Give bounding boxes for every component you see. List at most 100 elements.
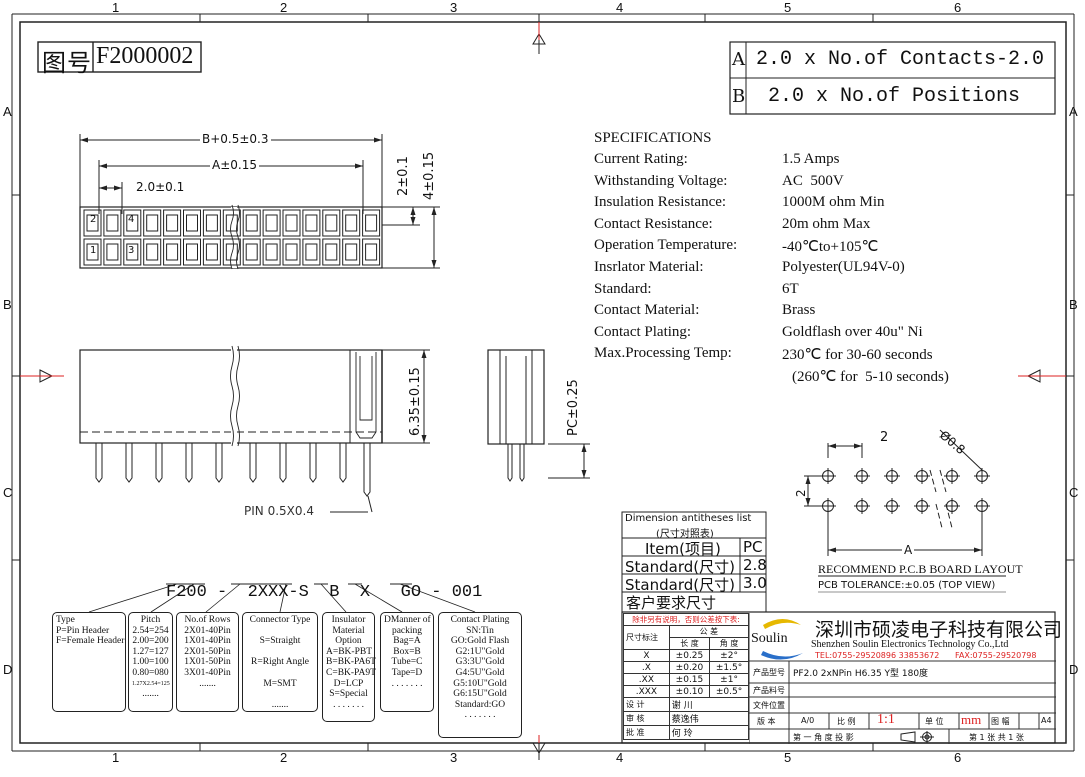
- code-box-title: Pitch: [140, 615, 161, 625]
- code-box-line: S=Special: [329, 689, 368, 700]
- pin-mark-4: 4: [128, 214, 135, 225]
- top-view-pin-hole: [126, 214, 139, 232]
- spec-label: Current Rating:: [594, 151, 714, 167]
- top-view-pin-cell: [282, 209, 301, 237]
- part-code: F200 - 2XXX-S B X GO - 001: [166, 564, 482, 602]
- antitheses-row-item-k: Item(项目): [645, 540, 721, 558]
- side-view-pin: [309, 443, 317, 483]
- end-view-pin: [519, 444, 525, 482]
- spec-value: -40℃to+105℃: [782, 239, 879, 256]
- tol-k-2: .XX: [623, 673, 670, 686]
- part-code-suffix: 001: [451, 583, 483, 602]
- code-box-line: 1X01-50Pin: [184, 657, 231, 668]
- version-label: 版 本: [757, 717, 776, 726]
- top-view-pin-hole: [106, 214, 119, 232]
- spec-value: Polyester(UL94V-0): [782, 259, 905, 275]
- code-box-line: Tape=D: [391, 667, 423, 678]
- dim-pin: PIN 0.5X0.4: [244, 504, 314, 518]
- code-box-line: 1.00=100: [132, 657, 169, 668]
- tol-ang-0: ±2°: [709, 649, 749, 662]
- top-view-pin-cell: [83, 238, 102, 266]
- zone-row-a-right: A: [1069, 104, 1078, 119]
- top-view-pin-hole: [86, 243, 99, 261]
- dim-pcb-pitch: 2: [880, 430, 889, 445]
- side-view-pin: [95, 443, 103, 483]
- top-view-pin-cell: [163, 209, 182, 237]
- code-box-title: Type: [56, 615, 75, 625]
- tol-ang-3: ±0.5°: [709, 685, 749, 698]
- zone-row-d-right: D: [1069, 662, 1079, 677]
- approve-label: 批 准: [623, 725, 670, 740]
- top-view-pin-cell: [183, 238, 201, 266]
- top-view-pin-cell: [282, 238, 301, 266]
- tol-k-0: X: [623, 649, 670, 662]
- code-box-line: [246, 647, 314, 658]
- top-view-pin-hole: [245, 243, 258, 261]
- top-view-pin-hole: [265, 214, 278, 232]
- dim-pc: PC±0.25: [566, 379, 581, 436]
- top-view-pin-hole: [186, 214, 198, 232]
- code-box-line: G4:5U"Gold: [455, 667, 505, 678]
- top-view-pin-hole: [365, 243, 378, 261]
- code-box-line: 2X01-50Pin: [184, 646, 231, 657]
- top-view-pin-cell: [262, 238, 281, 266]
- top-view-pin-hole: [285, 214, 298, 232]
- zone-col-4-bottom: 4: [616, 750, 624, 765]
- code-box-line: P=Pin Header: [56, 625, 110, 636]
- top-view-pin-hole: [166, 243, 179, 261]
- top-view-pin-hole: [205, 243, 218, 261]
- code-box-line: 2.00=200: [132, 636, 169, 647]
- spec-label: Contact Material:: [594, 302, 719, 319]
- code-box-line: Material: [332, 625, 365, 636]
- tol-k-1: .X: [623, 661, 670, 674]
- code-box-line: 2X01-40Pin: [184, 625, 231, 636]
- title-block: 除非另有说明，否则公差按下表: 尺寸标注 公 差 长 度 角 度 X±0.25±…: [623, 613, 1062, 744]
- formula-a-text: 2.0 x No.of Contacts-2.0: [756, 48, 1045, 71]
- top-view-pin-cell: [362, 209, 381, 237]
- company-cn: 深圳市硕凌电子科技有限公司: [815, 619, 1063, 641]
- antitheses-row-2-k: Standard(尺寸): [625, 576, 735, 594]
- model-label: 产品型号: [753, 668, 785, 677]
- sheet-label: 第 1 张 共 1 张: [969, 733, 1024, 742]
- zone-col-1-bottom: 1: [112, 750, 120, 765]
- scale-label: 比 例: [837, 717, 856, 726]
- spec-value: Brass: [782, 302, 816, 319]
- tolerance-note: 除非另有说明，否则公差按下表:: [623, 613, 749, 626]
- zone-col-5-top: 5: [784, 0, 792, 15]
- top-view-pin-cell: [163, 238, 182, 266]
- top-view-pin-hole: [325, 214, 338, 232]
- spec-value: 6T: [782, 280, 799, 297]
- pcb-tolerance: PCB TOLERANCE:±0.05 (TOP VIEW): [818, 580, 996, 591]
- antitheses-row-1-k: Standard(尺寸): [625, 558, 735, 576]
- zone-row-b-right: B: [1069, 297, 1078, 312]
- spec-label: Standard:: [594, 280, 701, 297]
- tolerance-head: 公 差: [668, 625, 750, 638]
- side-view-pin: [249, 443, 257, 483]
- part-code-dash-2: -: [431, 583, 442, 602]
- top-view-pin-hole: [186, 243, 198, 261]
- top-view-pin-hole: [86, 214, 99, 232]
- top-view-pin-cell: [103, 238, 122, 266]
- zone-row-c-right: C: [1069, 485, 1079, 500]
- top-view-pin-hole: [285, 243, 298, 261]
- antitheses-row-3-k: 客户要求尺寸: [626, 594, 717, 612]
- code-box-line: 0.80=080: [132, 667, 169, 678]
- code-box-line: M=SMT: [263, 678, 297, 689]
- code-box-title: Connector Type: [249, 615, 311, 625]
- end-view-pin: [507, 444, 513, 482]
- dim-b: B+0.5±0.3: [200, 132, 271, 146]
- dim-h3: 6.35±0.15: [408, 367, 423, 436]
- code-box-line: GO:Gold Flash: [450, 636, 510, 647]
- code-box-title: DManner of: [384, 615, 431, 625]
- top-view-pin-hole: [146, 243, 159, 261]
- spec-label: Max.Processing Temp:: [594, 345, 740, 362]
- company-tel: TEL:0755-29520896 33853672: [815, 651, 940, 660]
- top-view-pin-cell: [262, 209, 281, 237]
- unit-label: 单 位: [925, 717, 944, 726]
- top-view-pin-hole: [245, 214, 258, 232]
- model-value: PF2.0 2xNPin H6.35 Y型 180度: [793, 669, 929, 679]
- top-view-pin-cell: [322, 238, 341, 266]
